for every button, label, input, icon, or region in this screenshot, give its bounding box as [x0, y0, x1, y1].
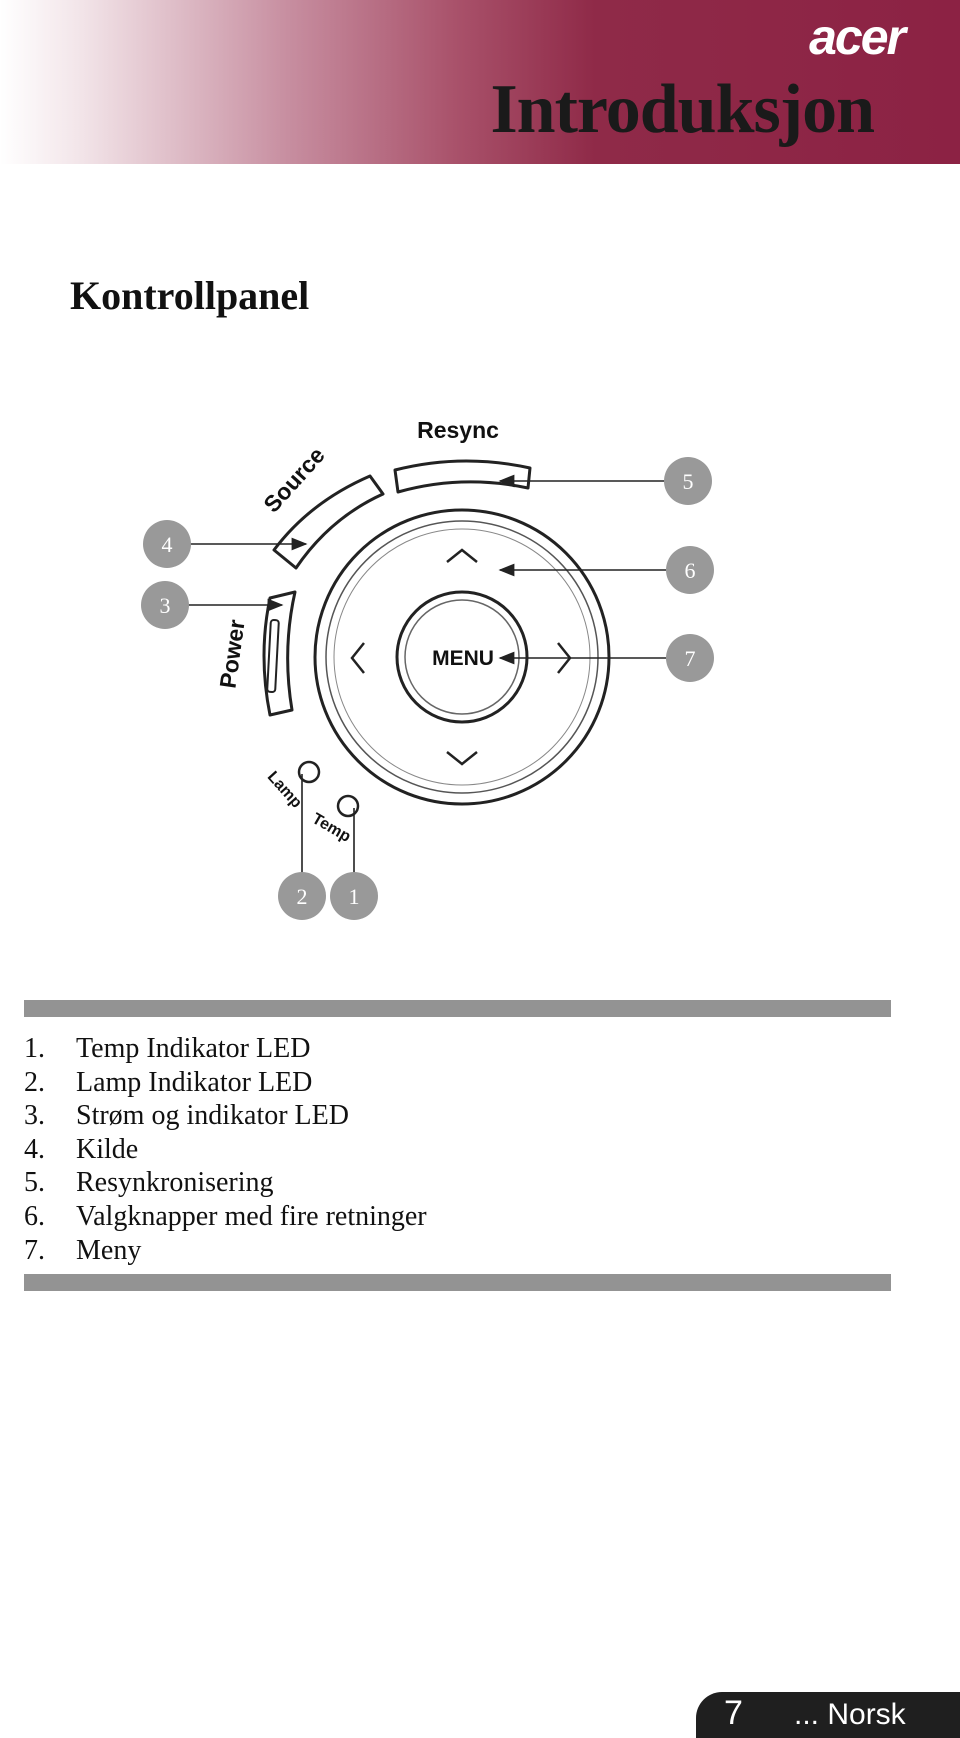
- callout-4: [143, 520, 191, 568]
- page-number: 7: [724, 1694, 743, 1732]
- list-item-text: Kilde: [76, 1133, 139, 1165]
- callout-6: [666, 546, 714, 594]
- list-item-text: Strøm og indikator LED: [76, 1100, 349, 1132]
- list-item-number: 1.: [24, 1033, 45, 1064]
- callout-4-label: 4: [162, 532, 173, 557]
- menu-button[interactable]: [395, 590, 529, 724]
- list-item: 5. Resynkronisering: [24, 1166, 427, 1200]
- list-item-number: 5.: [24, 1167, 45, 1199]
- page-header: acer Introduksjon: [0, 0, 960, 164]
- lamp-led: [297, 760, 321, 784]
- control-panel-diagram: Resync Source Power MENU Lamp Temp: [141, 417, 714, 920]
- page-title: Introduksjon: [490, 71, 875, 148]
- callout-2: [278, 872, 326, 920]
- list-item-text: Resynkronisering: [76, 1167, 274, 1199]
- bottom-rule: [24, 1274, 891, 1291]
- chevron-down-icon[interactable]: [446, 751, 478, 766]
- top-rule: [24, 1000, 891, 1017]
- list-item-text: Meny: [76, 1234, 142, 1266]
- leader-lines: [188, 474, 666, 895]
- list-item-text: Temp Indikator LED: [76, 1033, 311, 1064]
- list-item: 1. Temp Indikator LED: [24, 1032, 427, 1066]
- list-item-text: Valgknapper med fire retninger: [76, 1200, 427, 1232]
- callout-1-label: 1: [349, 884, 360, 909]
- callout-7-label: 7: [685, 646, 696, 671]
- footer-language: ... Norsk: [794, 1698, 906, 1731]
- list-item-number: 2.: [24, 1066, 45, 1098]
- acer-logo: acer: [809, 9, 906, 65]
- callout-6-label: 6: [685, 558, 696, 583]
- list-item: 6. Valgknapper med fire retninger: [24, 1200, 427, 1234]
- list-item: 4. Kilde: [24, 1133, 427, 1167]
- temp-led: [336, 794, 360, 818]
- resync-button[interactable]: [393, 459, 532, 494]
- section-title: Kontrollpanel: [70, 273, 310, 318]
- callout-1: [330, 872, 378, 920]
- list-item: 7. Meny: [24, 1234, 427, 1268]
- list-item: 3. Strøm og indikator LED: [24, 1099, 427, 1133]
- power-label: Power: [214, 618, 249, 690]
- menu-label: MENU: [432, 647, 494, 670]
- list-item: 2. Lamp Indikator LED: [24, 1066, 427, 1100]
- callout-5-label: 5: [683, 469, 694, 494]
- page-footer: 7 ... Norsk: [696, 1692, 960, 1738]
- callout-2-label: 2: [297, 884, 308, 909]
- list-item-number: 3.: [24, 1100, 45, 1132]
- chevron-up-icon[interactable]: [446, 548, 478, 563]
- power-button[interactable]: [262, 590, 297, 717]
- callout-3: [141, 581, 189, 629]
- callout-7: [666, 634, 714, 682]
- chevron-left-icon[interactable]: [350, 642, 365, 674]
- list-item-number: 7.: [24, 1234, 45, 1266]
- resync-label: Resync: [417, 417, 499, 443]
- list-item-number: 6.: [24, 1200, 45, 1232]
- legend-list: 1. Temp Indikator LED 2. Lamp Indikator LE…: [24, 1032, 427, 1267]
- callout-5: [664, 457, 712, 505]
- callout-3-label: 3: [160, 593, 171, 618]
- list-item-number: 4.: [24, 1133, 45, 1165]
- list-item-text: Lamp Indikator LED: [76, 1066, 313, 1098]
